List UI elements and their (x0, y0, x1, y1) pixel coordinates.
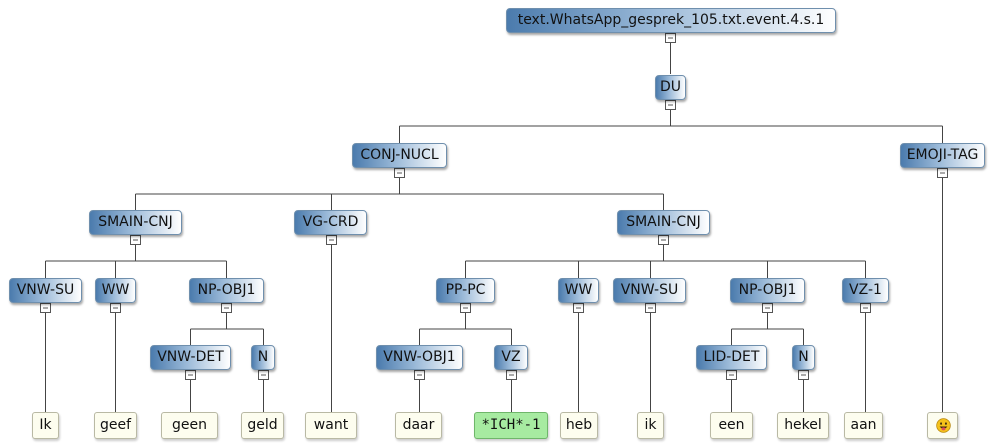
leaf-geld[interactable]: geld (241, 412, 284, 439)
node-n-1[interactable]: N (251, 345, 275, 370)
leaf-ik-2[interactable]: ik (637, 412, 664, 439)
node-n-2[interactable]: N (792, 345, 815, 370)
edge-long-drops (45, 178, 943, 412)
edge-npb-drops (731, 329, 804, 345)
node-vnw-obj1[interactable]: VNW-OBJ1 (376, 345, 463, 370)
edge-npa-drops (190, 329, 264, 345)
edge-pp-drops (419, 329, 512, 345)
leaf-een[interactable]: een (710, 412, 753, 439)
node-pp-pc[interactable]: PP-PC (436, 278, 495, 303)
node-vnw-su-2[interactable]: VNW-SU (613, 278, 686, 303)
leaf-heb[interactable]: heb (560, 412, 598, 439)
edge-conj-drops (135, 194, 664, 210)
node-conj-nucl[interactable]: CONJ-NUCL (352, 143, 447, 168)
node-np-obj1-b[interactable]: NP-OBJ1 (730, 278, 805, 303)
edge-du-drops (399, 126, 943, 143)
edge-short-drops (190, 380, 804, 412)
node-vnw-det[interactable]: VNW-DET (150, 345, 231, 370)
node-emoji-tag[interactable]: EMOJI-TAG (900, 143, 985, 168)
node-vz[interactable]: VZ (494, 345, 528, 370)
leaf-daar[interactable]: daar (395, 412, 442, 439)
leaf-emoji[interactable] (927, 412, 958, 439)
leaf-geef[interactable]: geef (94, 412, 137, 439)
edge-smain1-drops (45, 261, 227, 278)
node-lid-det[interactable]: LID-DET (696, 345, 767, 370)
grinning-tongue-emoji-icon (936, 418, 951, 433)
leaf-hekel[interactable]: hekel (777, 412, 829, 439)
node-smain-cnj-2[interactable]: SMAIN-CNJ (617, 210, 710, 235)
leaf-ik[interactable]: Ik (32, 412, 59, 439)
leaf-trace[interactable]: *ICH*-1 (474, 412, 548, 439)
leaf-want[interactable]: want (305, 412, 357, 439)
node-smain-cnj-1[interactable]: SMAIN-CNJ (89, 210, 182, 235)
edge-smain2-drops (465, 261, 866, 278)
node-du[interactable]: DU (655, 75, 686, 100)
node-vg-crd[interactable]: VG-CRD (294, 210, 367, 235)
node-vnw-su-1[interactable]: VNW-SU (9, 278, 82, 303)
node-np-obj1-a[interactable]: NP-OBJ1 (189, 278, 264, 303)
sentence-id-node[interactable]: text.WhatsApp_gesprek_105.txt.event.4.s.… (506, 8, 836, 33)
node-ww-1[interactable]: WW (95, 278, 136, 303)
leaf-geen[interactable]: geen (161, 412, 218, 439)
node-ww-2[interactable]: WW (558, 278, 599, 303)
node-vz-1[interactable]: VZ-1 (842, 278, 889, 303)
leaf-aan[interactable]: aan (844, 412, 883, 439)
